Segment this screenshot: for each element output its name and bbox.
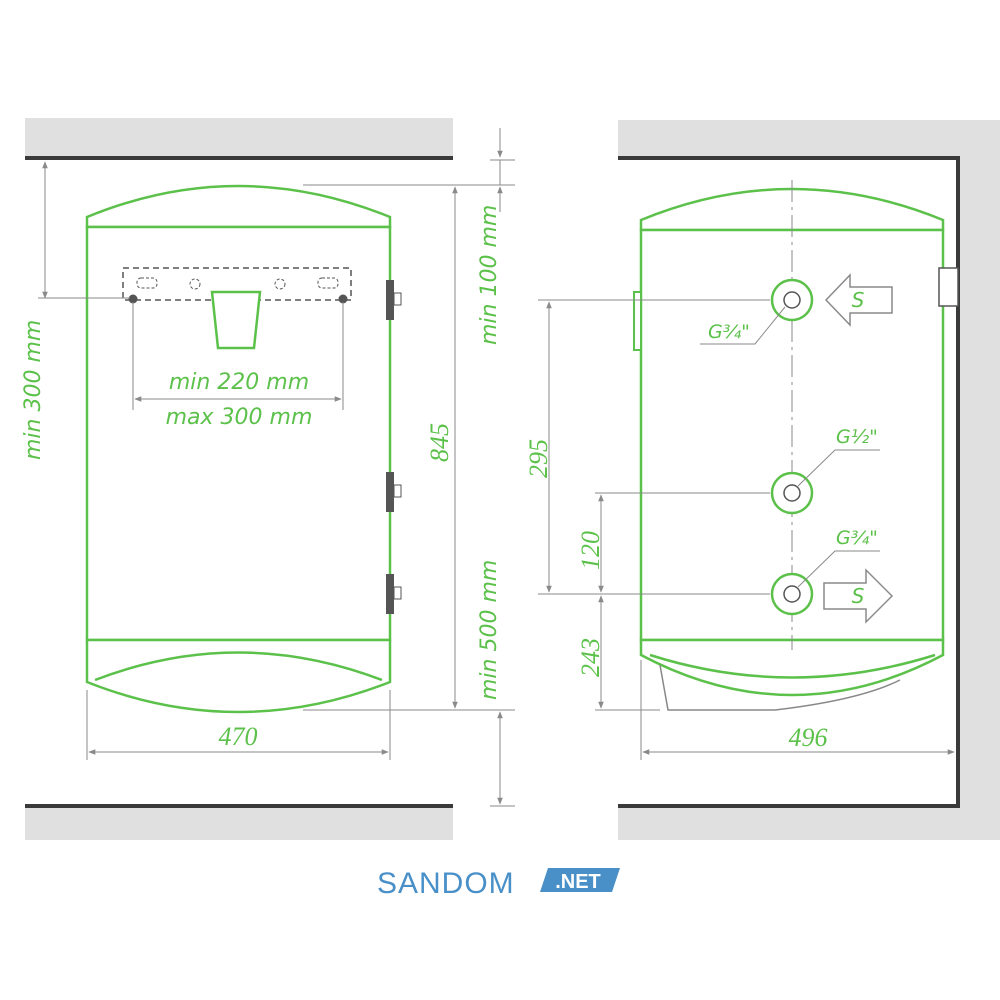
brand-badge: .NET [555, 871, 601, 893]
fitting-bottom-nub [393, 586, 402, 600]
mounting-bracket [122, 267, 352, 350]
front-dimension-lines [38, 128, 515, 807]
label-max-300: max 300 mm [166, 405, 313, 430]
bracket-hole-1 [189, 278, 201, 290]
side-bottom-cap [639, 638, 945, 697]
side-wall-edge [618, 156, 960, 808]
label-845: 845 [425, 423, 454, 462]
label-295: 295 [524, 439, 553, 478]
label-min-500: min 500 mm [477, 560, 502, 700]
inlet-arrow-label: S [852, 288, 865, 312]
side-bottom-arc [649, 653, 936, 679]
side-dimension-lines [538, 299, 955, 760]
outlet-arrow-label: S [852, 584, 865, 608]
side-bottom-base [659, 664, 901, 711]
thread-leaders [700, 306, 880, 588]
leader-top [700, 306, 786, 345]
bracket-slot-2 [317, 277, 339, 289]
front-floor [25, 806, 453, 840]
front-walls [25, 118, 453, 840]
bracket-slot-1 [136, 277, 158, 289]
fitting-top [386, 280, 394, 320]
port-bottom-inner [783, 585, 801, 603]
leader-middle [797, 449, 880, 487]
side-wall-bracket [938, 267, 959, 307]
front-side-fittings [386, 280, 402, 614]
label-min-300: min 300 mm [21, 320, 46, 460]
front-ceiling [25, 118, 453, 158]
thread-bottom-label: G¾" [836, 527, 878, 549]
side-mount-parts [633, 267, 959, 351]
flow-arrows [823, 273, 894, 624]
bracket-hook [210, 290, 262, 350]
front-body [85, 225, 392, 642]
fitting-top-nub [393, 292, 402, 306]
bracket-screw-left [128, 294, 138, 304]
bracket-hole-2 [274, 278, 286, 290]
label-470: 470 [219, 722, 258, 751]
front-heater [85, 184, 392, 714]
fitting-middle [386, 472, 394, 512]
thread-middle-label: G½" [836, 426, 878, 448]
port-middle-inner [783, 484, 801, 502]
label-min-100: min 100 mm [477, 205, 502, 345]
bracket-screw-right [338, 294, 348, 304]
side-front-panel [633, 291, 642, 351]
label-120: 120 [576, 531, 605, 570]
inlet-arrow [824, 273, 893, 327]
brand-name: SANDOM [377, 867, 515, 900]
side-back-wall [958, 120, 1000, 840]
brand-badge-shape [540, 868, 620, 892]
brand-logo: SANDOM .NET [377, 867, 620, 900]
side-ceiling [618, 120, 1000, 158]
leader-bottom [797, 550, 880, 588]
label-min-220: min 220 mm [169, 370, 309, 395]
outlet-arrow [823, 568, 894, 624]
side-walls [618, 120, 1000, 840]
fitting-middle-nub [393, 484, 402, 498]
label-243: 243 [576, 638, 605, 677]
port-top-inner [783, 291, 801, 309]
label-496: 496 [789, 723, 828, 752]
front-bottom-arc [94, 651, 383, 682]
thread-top-label: G¾" [708, 321, 750, 343]
front-top-cap [85, 184, 392, 229]
side-floor [618, 806, 1000, 840]
front-bottom-cap [85, 638, 392, 714]
fitting-bottom [386, 574, 394, 614]
